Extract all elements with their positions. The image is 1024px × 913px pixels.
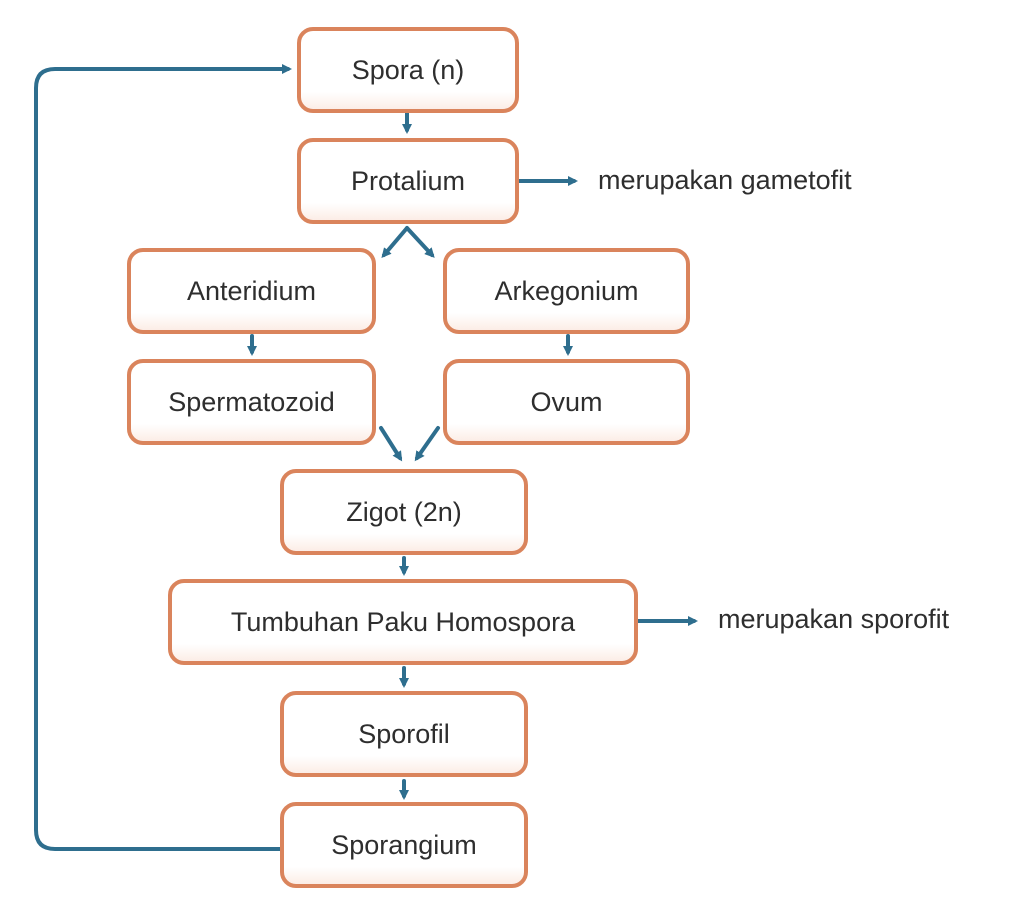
arrow-protalium-anteridium (381, 226, 409, 259)
arrow-sporangium-spora (34, 64, 292, 851)
node-protalium: Protalium (297, 138, 519, 224)
note-gametofit: merupakan gametofit (598, 165, 852, 195)
node-spermatozoid: Spermatozoid (127, 359, 376, 445)
arrow-ovum-zigot (414, 426, 440, 462)
arrow-spermatozoid-zigot (379, 426, 403, 462)
note-sporofit: merupakan sporofit (718, 604, 950, 634)
arrow-protalium-arkegonium (405, 226, 435, 258)
node-tumbuhan-paku-homospora: Tumbuhan Paku Homospora (168, 579, 638, 665)
node-ovum: Ovum (443, 359, 690, 445)
node-spora: Spora (n) (297, 27, 519, 113)
node-zigot: Zigot (2n) (280, 469, 528, 555)
node-anteridium: Anteridium (127, 248, 376, 334)
node-arkegonium: Arkegonium (443, 248, 690, 334)
node-sporangium: Sporangium (280, 802, 528, 888)
node-sporofil: Sporofil (280, 691, 528, 777)
